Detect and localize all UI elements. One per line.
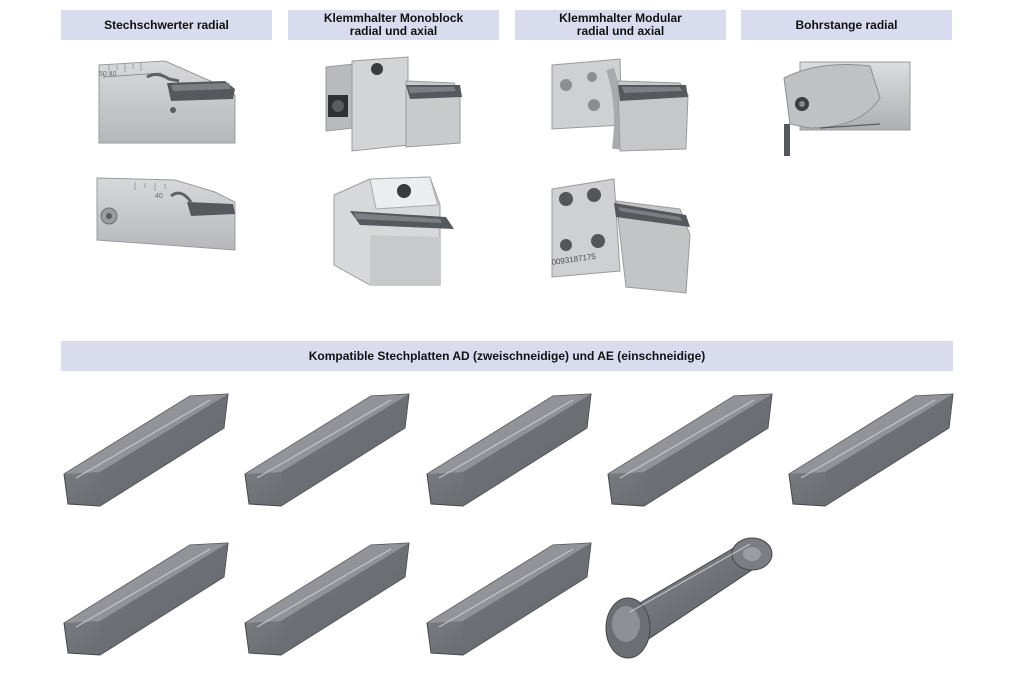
blade-scale-2: 40 — [155, 193, 163, 200]
insert-9-round — [604, 532, 774, 667]
modular-image-2: 0093187175 — [550, 175, 695, 295]
header-stechschwerter-label: Stechschwerter radial — [104, 17, 229, 32]
insert-8 — [423, 537, 593, 662]
header-klemmhalter-monoblock: Klemmhalter Monoblock radial und axial — [288, 10, 499, 40]
insert-3 — [423, 388, 593, 513]
header-klemmhalter-modular-label: Klemmhalter Modular radial und axial — [559, 11, 682, 38]
blade-image-1: 50 40 — [95, 55, 240, 150]
insert-4 — [604, 388, 774, 513]
header-stechschwerter: Stechschwerter radial — [61, 10, 272, 40]
insert-2 — [241, 388, 411, 513]
header-stechplatten-label: Kompatible Stechplatten AD (zweischneidi… — [308, 348, 706, 363]
header-bohrstange: Bohrstange radial — [741, 10, 952, 40]
insert-5 — [785, 388, 955, 513]
insert-1 — [60, 388, 230, 513]
monoblock-image-2 — [330, 175, 465, 287]
insert-7 — [241, 537, 411, 662]
insert-6 — [60, 537, 230, 662]
header-klemmhalter-modular: Klemmhalter Modular radial und axial — [515, 10, 726, 40]
modular-image-1 — [550, 55, 695, 155]
boring-bar-image — [780, 58, 915, 158]
header-klemmhalter-monoblock-label: Klemmhalter Monoblock radial und axial — [323, 11, 464, 38]
blade-scale-1: 50 40 — [99, 71, 117, 78]
header-stechplatten: Kompatible Stechplatten AD (zweischneidi… — [61, 341, 953, 371]
header-bohrstange-label: Bohrstange radial — [795, 17, 898, 32]
monoblock-image-1 — [322, 55, 467, 155]
blade-image-2: 40 — [95, 172, 240, 257]
